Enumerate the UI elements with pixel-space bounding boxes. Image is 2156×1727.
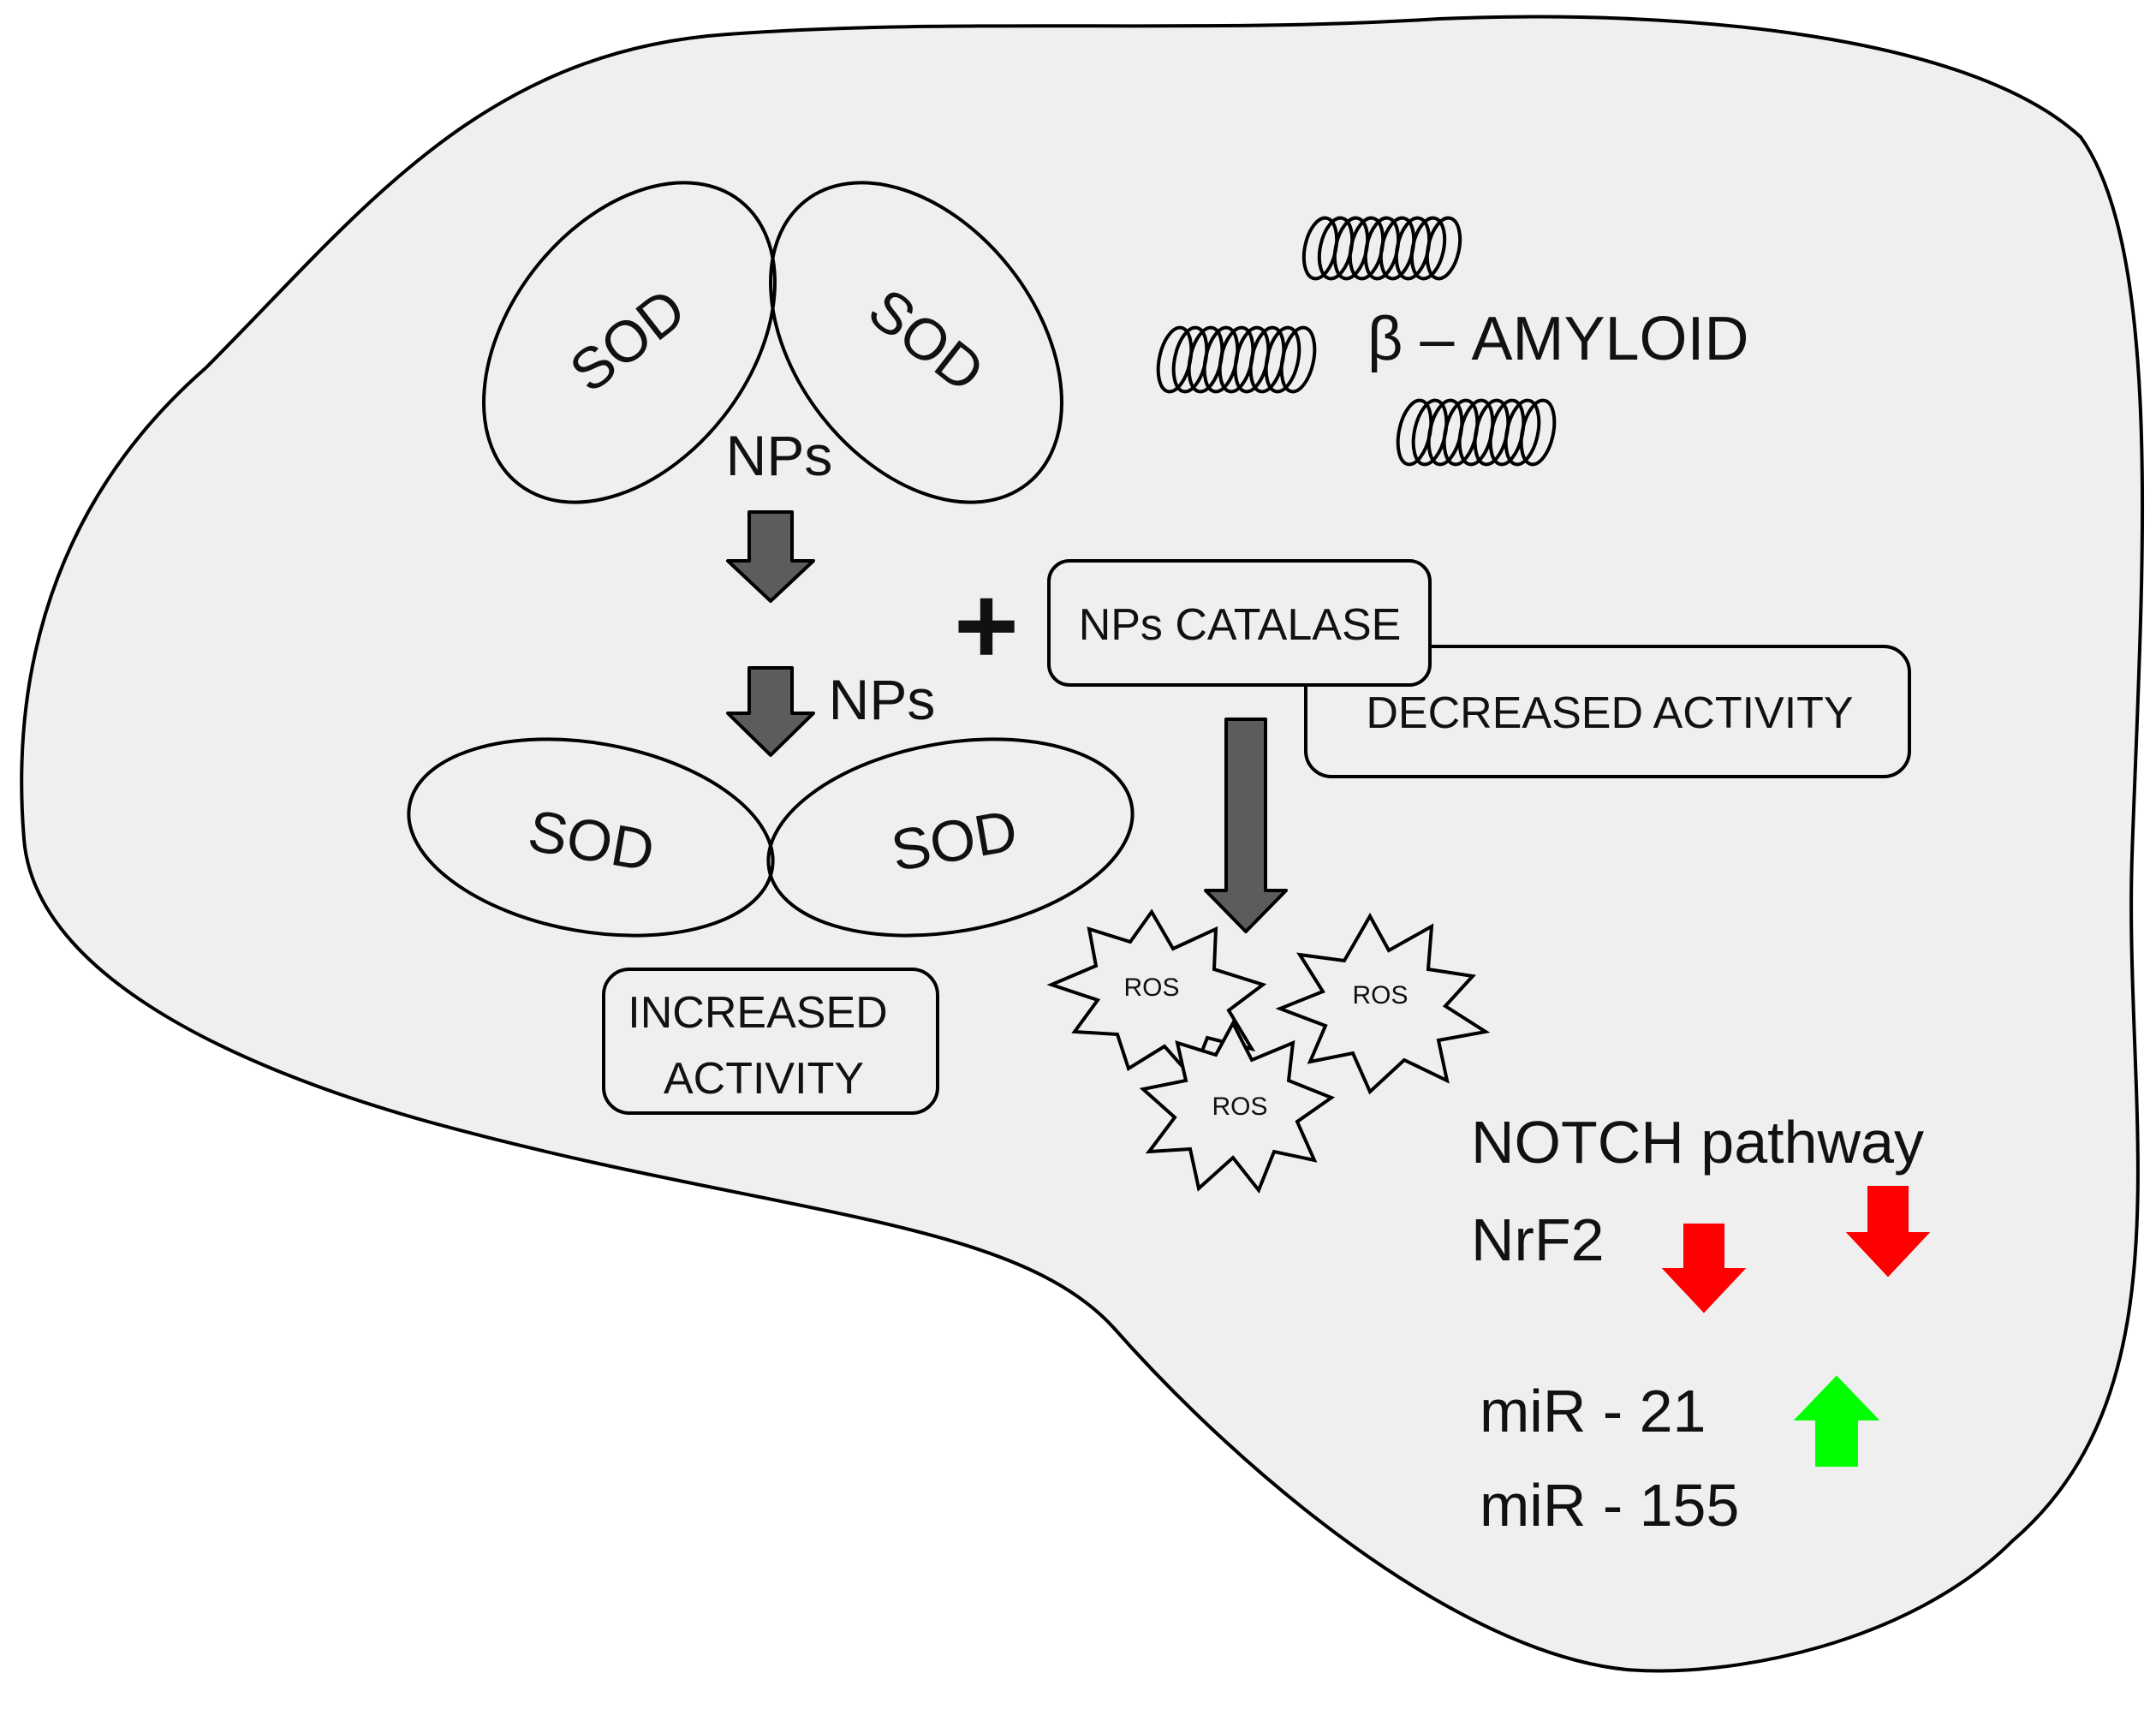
nrf2-label: NrF2 xyxy=(1471,1206,1605,1273)
starburst-icon xyxy=(1046,908,1267,1081)
down-arrow-icon xyxy=(726,510,815,603)
amyloid-coil-group xyxy=(1156,216,1557,467)
cell-outline xyxy=(20,15,2145,1673)
bottom-sod-left-ellipse xyxy=(407,737,775,938)
increased-activity-line2: ACTIVITY xyxy=(664,1054,864,1104)
down-arrow-icon xyxy=(1204,718,1288,933)
coil-loop xyxy=(1504,398,1541,467)
nps-catalase-label: NPs CATALASE xyxy=(1079,600,1402,650)
ros-label: ROS xyxy=(1212,1093,1267,1121)
plus-symbol: + xyxy=(954,563,1019,688)
helix-coil-icon xyxy=(1396,398,1557,467)
starburst-icon xyxy=(1275,912,1491,1095)
green-up-arrow-icon xyxy=(1793,1375,1880,1467)
bottom-sod-right-ellipse xyxy=(766,737,1135,938)
decreased-activity-box xyxy=(1304,645,1911,778)
mir21-label: miR - 21 xyxy=(1480,1378,1706,1444)
down-arrow-icon xyxy=(726,666,815,757)
beta-amyloid-label: β – AMYLOID xyxy=(1367,305,1749,373)
red-down-arrow-icon xyxy=(1661,1224,1747,1313)
ros-burst-2: ROS xyxy=(1275,912,1491,1095)
top-sod-right-ellipse xyxy=(769,181,1063,504)
ros-burst-1: ROS xyxy=(1046,908,1267,1081)
top-nps-label: NPs xyxy=(726,424,833,487)
coil-loop xyxy=(1409,216,1447,281)
notch-pathway-label: NOTCH pathway xyxy=(1471,1109,1924,1176)
mir155-label: miR - 155 xyxy=(1480,1472,1739,1539)
decreased-activity-label: DECREASED ACTIVITY xyxy=(1366,688,1853,738)
coil-loop xyxy=(1519,398,1557,467)
red-down-arrow-icon xyxy=(1845,1186,1931,1277)
ros-label: ROS xyxy=(1352,981,1408,1009)
ros-label: ROS xyxy=(1123,974,1179,1002)
ros-burst-3: ROS xyxy=(1139,1019,1336,1194)
helix-coil-icon xyxy=(1156,325,1317,394)
top-sod-left-ellipse xyxy=(482,181,777,504)
bottom-nps-label: NPs xyxy=(829,668,936,731)
coil-loop xyxy=(1425,216,1462,281)
coil-loop xyxy=(1279,325,1317,394)
nps-catalase-box xyxy=(1047,559,1432,687)
coil-loop xyxy=(1264,325,1301,394)
helix-coil-icon xyxy=(1301,216,1462,281)
increased-activity-box xyxy=(602,968,939,1115)
starburst-icon xyxy=(1139,1019,1336,1194)
increased-activity-line1: INCREASED xyxy=(628,988,887,1038)
